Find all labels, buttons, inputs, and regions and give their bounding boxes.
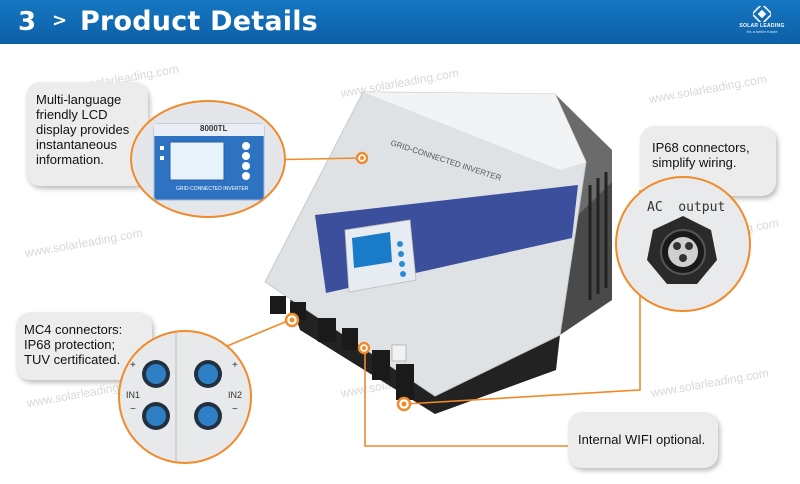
callout-wifi: Internal WIFI optional. [568,412,718,468]
lcd-model-label: 8000TL [200,124,228,133]
section-number: 3 [18,7,37,37]
ac-connector-icon [647,216,717,284]
mc4-plus-left: + [130,360,136,371]
zoom-lcd-display: 8000TL GRID-CONNECTED INVERTER [130,100,286,218]
callout-wifi-text: Internal WIFI optional. [578,432,706,447]
zoom-mc4-connectors: + IN1 − + IN2 − [118,330,252,464]
ac-output-label: AC output [647,200,726,215]
page-title: Product Details [80,6,318,37]
chevron-right-icon: > [52,10,68,31]
zoom-ac-output: AC output [615,176,751,312]
callout-lcd-line: friendly LCD [36,107,108,122]
callout-mc4-line: TUV certificated. [24,352,121,367]
callout-lcd-line: display provides [36,122,130,137]
lcd-footer-label: GRID-CONNECTED INVERTER [176,186,249,192]
callout-lcd-line: instantaneous [36,137,117,152]
callout-mc4: MC4 connectors: IP68 protection; TUV cer… [16,312,152,380]
header-bar: 3 > Product Details SOLAR LEADING It's a… [0,0,800,44]
mc4-plus-right: + [232,360,238,371]
mc4-in1-label: IN1 [126,390,141,400]
callout-mc4-line: IP68 protection; [24,337,116,352]
callout-lcd-line: information. [36,152,104,167]
logo-wordmark: SOLAR LEADING [739,23,785,29]
mc4-in2-label: IN2 [228,390,243,400]
brand-logo: SOLAR LEADING It's a better future [736,6,788,38]
callout-lcd: Multi-language friendly LCD display prov… [26,82,148,186]
logo-tagline: It's a better future [746,29,778,34]
solar-logo-icon [753,6,771,22]
mc4-connectors-graphic [142,332,222,462]
lcd-panel-graphic [153,123,265,201]
callout-lcd-line: Multi-language [36,92,122,107]
callout-ip68-line: IP68 connectors, [652,140,750,155]
callout-mc4-line: MC4 connectors: [24,322,123,337]
mc4-minus-right: − [232,404,238,415]
callout-ip68-line: simplify wiring. [652,155,737,170]
mc4-minus-left: − [130,404,136,415]
